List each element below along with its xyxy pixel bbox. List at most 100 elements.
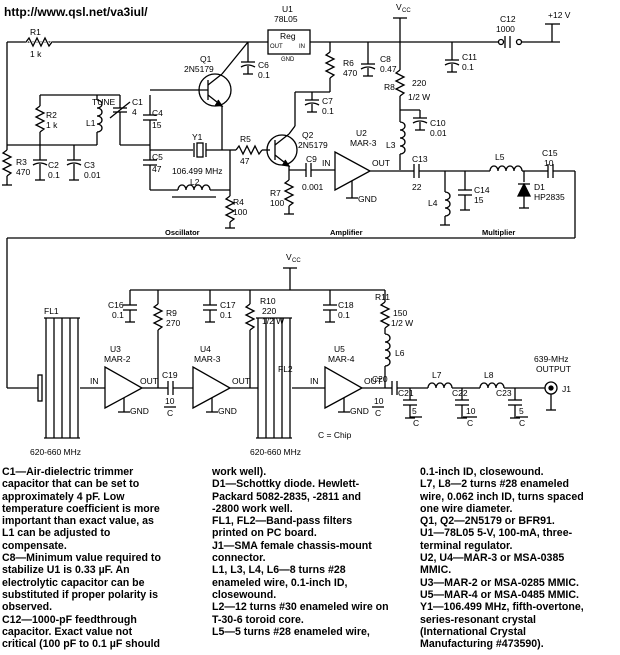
svg-text:C8: C8 — [380, 54, 391, 64]
svg-text:0.01: 0.01 — [430, 128, 447, 138]
c22-cap: C22 10 C — [452, 388, 477, 428]
vcc-bottom: V CC — [130, 252, 385, 291]
c14-cap: C14 15 — [458, 171, 490, 211]
note-line: -2800 work well. — [212, 502, 293, 515]
svg-text:Y1: Y1 — [192, 132, 203, 142]
svg-text:C11: C11 — [462, 52, 477, 62]
l2-inductor: L2 — [150, 177, 230, 198]
svg-text:MAR-2: MAR-2 — [104, 354, 131, 364]
svg-text:U3: U3 — [110, 344, 121, 354]
d1-diode: D1 HP2835 — [516, 171, 565, 209]
note-line: L1 can be adjusted to — [2, 527, 111, 540]
svg-text:470: 470 — [343, 68, 357, 78]
c16-cap: C16 0.1 — [108, 290, 137, 323]
svg-text:R5: R5 — [240, 134, 251, 144]
svg-text:GND: GND — [358, 194, 377, 204]
note-line: U3—MAR-2 or MSA-0285 MMIC. — [420, 576, 579, 589]
plus12-label: +12 V — [548, 10, 571, 20]
svg-text:C4: C4 — [152, 108, 163, 118]
chip-legend: C = Chip — [318, 430, 352, 440]
note-line: compensate. — [2, 539, 67, 552]
c15-cap: C15 10 — [6, 148, 576, 389]
q2-transistor: Q2 2N5179 — [266, 125, 328, 170]
svg-text:C21: C21 — [398, 388, 414, 398]
note-line: stabilize U1 is 0.33 µF. An — [2, 564, 130, 577]
svg-text:C22: C22 — [452, 388, 468, 398]
note-line: Manufacturing #473590). — [420, 638, 544, 651]
c3-cap: C3 0.01 — [66, 145, 101, 181]
c7-cap: C7 0.1 — [304, 92, 334, 116]
u3-amplifier: U3 MAR-2 IN OUT GND — [90, 344, 158, 416]
note-line: printed on PC board. — [212, 527, 317, 540]
svg-text:639-MHz: 639-MHz — [534, 354, 568, 364]
j1-connector: J1 639-MHz OUTPUT — [534, 354, 571, 411]
note-line: one wire diameter. — [420, 502, 513, 515]
svg-text:C23: C23 — [496, 388, 512, 398]
note-line: approximately 4 pF. Low — [2, 490, 125, 503]
note-line: L5—5 turns #28 enameled wire, — [212, 625, 370, 638]
note-line: FL1, FL2—Band-pass filters — [212, 515, 353, 528]
note-line: L1, L3, L4, L6—8 turns #28 — [212, 564, 346, 577]
svg-text:R6: R6 — [343, 58, 354, 68]
note-line: C1—Air-dielectric trimmer — [2, 466, 134, 478]
note-line: C8—Minimum value required to — [2, 552, 161, 565]
r7-resistor: R7 100 — [270, 170, 295, 215]
c18-cap: C18 0.1 — [323, 290, 354, 323]
svg-text:C: C — [375, 408, 381, 418]
r2-resistor: R2 1 k — [34, 94, 120, 145]
svg-text:Q1: Q1 — [200, 54, 212, 64]
svg-text:10: 10 — [374, 396, 384, 406]
svg-text:IN: IN — [322, 158, 331, 168]
c19-cap: C19 10 C — [158, 370, 193, 418]
svg-text:R11: R11 — [375, 292, 390, 302]
q1-transistor: Q1 2N5179 — [150, 41, 249, 150]
note-line: wire, 0.062 inch ID, turns spaced — [420, 490, 584, 503]
note-line: 0.1-inch ID, closewound. — [420, 466, 544, 478]
svg-text:0.01: 0.01 — [84, 170, 101, 180]
u5-amplifier: U5 MAR-4 IN OUT GND — [310, 344, 385, 416]
c5-cap: C5 47 — [143, 152, 163, 190]
svg-text:C: C — [413, 418, 419, 428]
note-line: electrolytic capacitor can be — [2, 576, 145, 589]
r8-resistor: 220 R8 1/2 W — [384, 42, 430, 122]
svg-text:TUNE: TUNE — [92, 97, 115, 107]
svg-text:150: 150 — [393, 308, 407, 318]
svg-text:R2: R2 — [46, 110, 57, 120]
note-line: terminal regulator. — [420, 539, 513, 552]
c1-trimmer: TUNE C1 4 — [92, 95, 143, 145]
svg-text:1/2 W: 1/2 W — [262, 316, 284, 326]
note-line: Q1, Q2—2N5179 or BFR91. — [420, 515, 555, 528]
note-line: series-resonant crystal — [420, 613, 537, 626]
svg-text:47: 47 — [152, 164, 162, 174]
block-amplifier: Amplifier — [330, 228, 363, 237]
svg-text:15: 15 — [474, 195, 484, 205]
svg-text:C13: C13 — [412, 154, 428, 164]
svg-text:22: 22 — [412, 182, 422, 192]
c12-value: 1000 — [496, 24, 515, 34]
svg-text:L1: L1 — [86, 118, 96, 128]
u1-gnd: GND — [281, 57, 295, 63]
svg-text:0.1: 0.1 — [258, 70, 270, 80]
note-line: U5—MAR-4 or MSA-0485 MMIC. — [420, 588, 579, 601]
svg-text:C17: C17 — [220, 300, 236, 310]
fl1-filter: FL1 620-660 MHz — [30, 306, 105, 457]
svg-text:4: 4 — [132, 107, 137, 117]
svg-text:C: C — [167, 408, 173, 418]
r4-resistor: R4 100 — [224, 190, 247, 229]
y1-crystal: Y1 106.499 MHz — [150, 132, 230, 176]
l1-inductor: L1 — [86, 95, 103, 145]
regulator-u1: U1 78L05 Reg OUT IN GND — [267, 4, 311, 63]
svg-text:R7: R7 — [270, 188, 281, 198]
svg-text:10: 10 — [466, 406, 476, 416]
svg-text:220: 220 — [412, 78, 426, 88]
notes-column-3: 0.1-inch ID, closewound.L7, L8—2 turns #… — [420, 466, 618, 650]
svg-text:10: 10 — [165, 396, 175, 406]
svg-text:FL1: FL1 — [44, 306, 59, 316]
note-line: connector. — [212, 552, 266, 565]
svg-text:10: 10 — [544, 158, 554, 168]
svg-text:5: 5 — [519, 406, 524, 416]
source-url: http://www.qsl.net/va3iul/ — [4, 5, 148, 19]
c20-cap: C20 10 C — [372, 374, 428, 418]
svg-text:620-660 MHz: 620-660 MHz — [250, 447, 301, 457]
u1-part: 78L05 — [274, 14, 298, 24]
